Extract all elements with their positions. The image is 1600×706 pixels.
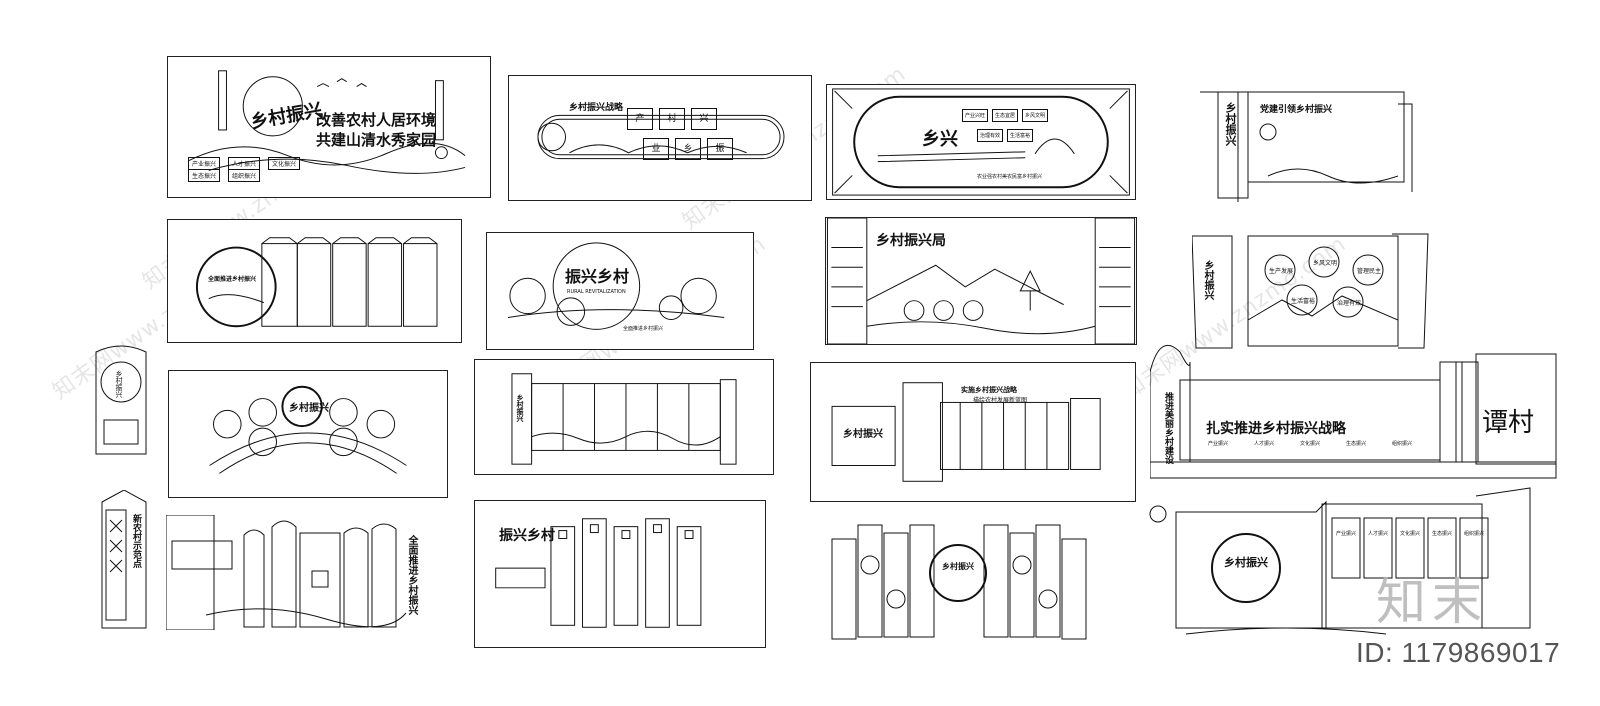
panel-4-vertical: 乡村振兴: [1224, 102, 1237, 146]
panel-8-circle: 管理民主: [1357, 268, 1382, 275]
panel-17-label: 生态振兴: [1432, 531, 1453, 537]
panel-12-label: 生态振兴: [1346, 441, 1367, 447]
panel-16: 乡村振兴: [818, 515, 1136, 645]
panel-9-art: [209, 385, 407, 474]
panel-18: 乡村振兴: [86, 342, 156, 460]
panel-1-title-2: 共建山清水秀家园: [316, 131, 437, 149]
panel-9: 乡村振兴: [168, 370, 448, 498]
panel-18-art: [95, 345, 147, 455]
panel-3-hex: 治理有效: [977, 129, 1004, 142]
panel-11: 实施乡村振兴战略 描绘农村发展新蓝图 乡村振兴: [810, 362, 1136, 502]
panel-2-title: 乡村振兴战略: [569, 103, 624, 113]
panel-5-art: [195, 237, 438, 328]
image-id: ID: 1179869017: [1356, 637, 1561, 668]
panel-8: 乡村振兴 生产发展 乡风文明 管理民主 生活富裕 治理有效: [1192, 220, 1430, 350]
panel-3-caption: 农业强农村美农民富乡村振兴: [977, 174, 1043, 180]
panel-9-logo: 乡村振兴: [289, 403, 329, 414]
panel-17-art: [1149, 487, 1531, 635]
panel-13: 新农村示范点: [82, 490, 166, 630]
panel-10-art: [511, 373, 737, 465]
panel-11-sub: 描绘农村发展新蓝图: [973, 397, 1028, 404]
panel-14-logo: 全面推进乡村振兴: [406, 535, 417, 615]
panel-12-label: 人才振兴: [1254, 441, 1275, 447]
panel-13-art: [101, 490, 147, 629]
panel-17-logo: 乡村振兴: [1224, 556, 1268, 569]
panel-1-button: 组织振兴: [228, 169, 261, 182]
panel-3-art: [832, 88, 1130, 196]
panel-1-button: 生态振兴: [188, 169, 221, 182]
panel-12: 推进美丽乡村建设 扎实推进乡村振兴战略 谭村 产业振兴 人才振兴 文化振兴 生态…: [1150, 332, 1590, 482]
panel-14: 全面推进乡村振兴: [166, 515, 448, 630]
panel-6: 振兴乡村 RURAL REVITALIZATION 全面推进乡村振兴: [486, 232, 754, 350]
panel-2-box: 乡: [675, 138, 701, 160]
panel-2-art: [537, 114, 785, 160]
panel-3-hex: 产业兴旺: [962, 109, 989, 122]
panel-11-art: [831, 382, 1101, 482]
panel-8-circle: 生活富裕: [1291, 298, 1316, 305]
panel-16-art: [831, 524, 1087, 640]
panel-6-sub: RURAL REVITALIZATION: [567, 289, 626, 295]
panel-6-logo: 振兴乡村: [565, 267, 630, 286]
panel-3: 乡兴 产业兴旺 生态宜居 乡风文明 治理有效 生活富裕 农业强农村美农民富乡村振…: [826, 84, 1136, 200]
panel-3-logo: 乡兴: [922, 129, 958, 150]
panel-7-art: [826, 218, 1136, 344]
panel-1-art: [188, 70, 466, 174]
panel-16-logo: 乡村振兴: [942, 562, 974, 571]
panel-17: 乡村振兴 产业振兴 人才振兴 文化振兴 生态振兴 组织振兴: [1146, 482, 1578, 652]
panel-12-slogan: 扎实推进乡村振兴战略: [1206, 421, 1346, 437]
panel-12-vertical: 推进美丽乡村建设: [1163, 392, 1173, 464]
panel-4-art: [1200, 91, 1413, 202]
panel-14-art: [166, 515, 407, 630]
panel-8-circle: 生产发展: [1269, 268, 1294, 275]
panel-17-label: 组织振兴: [1464, 531, 1485, 537]
panel-3-hex: 生态宜居: [992, 109, 1019, 122]
panel-13-vertical: 新农村示范点: [131, 514, 141, 568]
panel-1: 乡村振兴 改善农村人居环境 共建山清水秀家园 产业振兴 人才振兴 文化振兴 生态…: [167, 56, 491, 198]
panel-11-logo: 乡村振兴: [843, 429, 883, 440]
panel-2-box: 村: [659, 108, 685, 130]
panel-6-caption: 全面推进乡村振兴: [623, 326, 664, 332]
panel-12-art: [1150, 344, 1557, 479]
panel-2-box: 业: [643, 138, 669, 160]
panel-10: 乡村振兴: [474, 359, 774, 475]
panel-3-hex: 生活富裕: [1007, 129, 1034, 142]
panel-17-label: 文化振兴: [1400, 531, 1421, 537]
panel-12-village: 谭村: [1482, 408, 1535, 438]
panel-8-logo: 乡村振兴: [1202, 260, 1213, 300]
panel-17-label: 人才振兴: [1368, 531, 1389, 537]
panel-15-art: [495, 518, 702, 628]
panel-12-label: 文化振兴: [1300, 441, 1321, 447]
panel-5: 全面推进乡村振兴: [167, 219, 462, 343]
panel-4-heading: 党建引领乡村振兴: [1260, 105, 1333, 115]
panel-12-label: 产业振兴: [1208, 441, 1229, 447]
panel-11-title: 实施乡村振兴战略: [961, 386, 1017, 394]
panel-7: 乡村振兴局: [825, 217, 1137, 345]
panel-2: 乡村振兴战略 产 村 兴 业 乡 振: [508, 75, 812, 201]
panel-1-button: 文化振兴: [268, 157, 301, 170]
panel-6-art: [507, 242, 725, 330]
panel-15: 振兴乡村: [474, 500, 766, 648]
panel-5-circle-text: 全面推进乡村振兴: [208, 276, 257, 283]
panel-8-circle: 治理有效: [1337, 300, 1362, 307]
panel-3-hex: 乡风文明: [1022, 109, 1049, 122]
brand-logo: 知末: [1376, 573, 1488, 631]
panel-7-title: 乡村振兴局: [876, 233, 946, 249]
panel-17-label: 产业振兴: [1336, 531, 1357, 537]
panel-18-vertical: 乡村振兴: [115, 370, 123, 398]
panel-2-box: 产: [627, 108, 653, 130]
panel-12-label: 组织振兴: [1392, 441, 1413, 447]
panel-10-logo: 乡村振兴: [516, 394, 524, 422]
panel-8-art: [1192, 233, 1429, 349]
panel-4: 乡村振兴 党建引领乡村振兴: [1198, 72, 1416, 202]
panel-2-box: 兴: [691, 108, 717, 130]
panel-15-logo: 振兴乡村: [499, 528, 555, 544]
panel-2-box: 振: [707, 138, 733, 160]
panel-8-circle: 乡风文明: [1313, 260, 1338, 267]
panel-1-title-1: 改善农村人居环境: [316, 111, 437, 129]
